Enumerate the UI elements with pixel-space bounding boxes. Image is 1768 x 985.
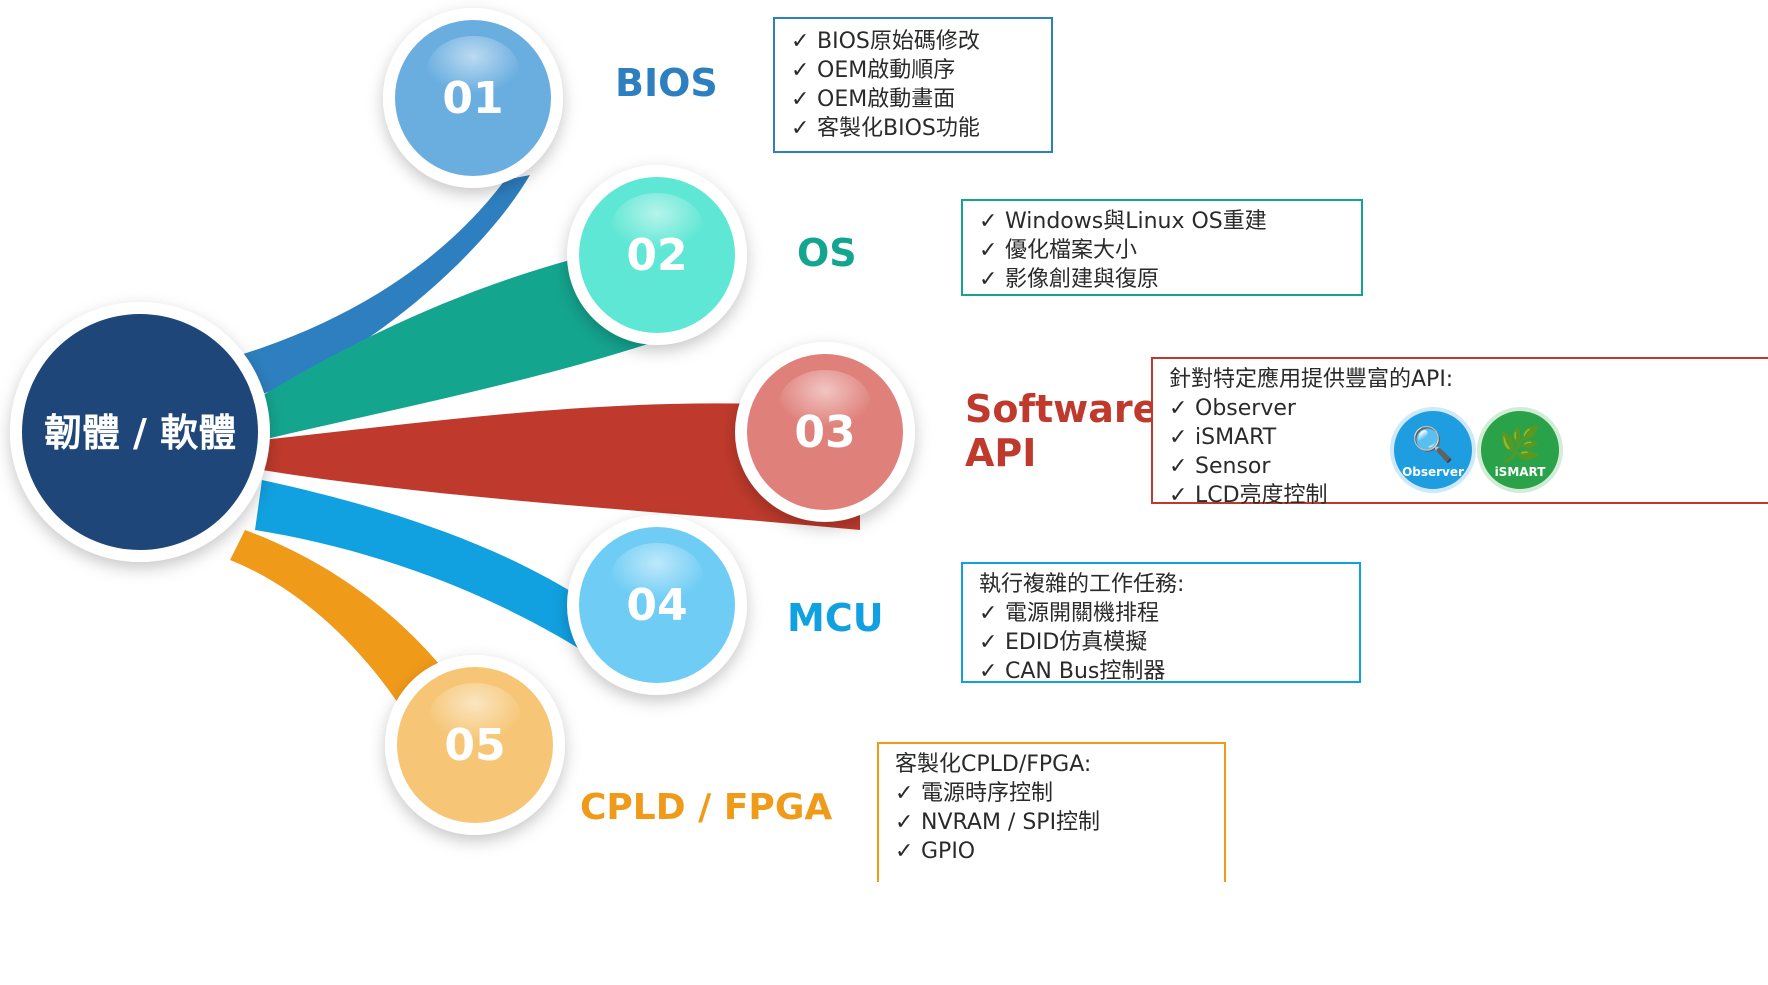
- ismart-badge: 🌿 iSMART: [1477, 407, 1563, 493]
- bullet-item: ✓ Sensor: [1169, 452, 1763, 481]
- number-05: 05: [444, 720, 505, 771]
- bullet-item: ✓ 優化檔案大小: [979, 236, 1345, 265]
- ribbon-03: [262, 403, 860, 530]
- bullet-list: ✓ Observer ✓ iSMART ✓ Sensor ✓ LCD亮度控制: [1169, 394, 1763, 510]
- ribbon-01: [240, 175, 530, 395]
- bullet-text: Windows與Linux OS重建: [1005, 209, 1267, 234]
- category-label-bios: BIOS: [615, 61, 718, 106]
- bullet-text: BIOS原始碼修改: [817, 29, 980, 54]
- node-05: 05: [385, 655, 565, 835]
- bullet-item: ✓ GPIO: [895, 837, 1208, 866]
- leaf-plug-icon: 🌿: [1498, 425, 1542, 465]
- bullet-text: CAN Bus控制器: [1005, 659, 1166, 684]
- checkmark-icon: ✓: [979, 601, 998, 626]
- category-label-software-api: Software API: [965, 387, 1159, 475]
- info-box-bios: ✓ BIOS原始碼修改 ✓ OEM啟動順序 ✓ OEM啟動畫面 ✓ 客製化BIOS功能: [773, 17, 1053, 153]
- category-label-os: OS: [797, 231, 857, 276]
- checkmark-icon: ✓: [895, 839, 914, 864]
- category-label-line: BIOS: [615, 61, 718, 105]
- badge-label: Observer: [1402, 465, 1464, 479]
- checkmark-icon: ✓: [979, 238, 998, 263]
- box-intro: 針對特定應用提供豐富的API:: [1169, 367, 1454, 392]
- bullet-text: Observer: [1195, 396, 1296, 421]
- checkmark-icon: ✓: [979, 659, 998, 684]
- bullet-item: ✓ OEM啟動順序: [791, 56, 1035, 85]
- badge-label: iSMART: [1494, 465, 1546, 479]
- bullet-text: Sensor: [1195, 454, 1271, 479]
- category-label-line: API: [965, 430, 1037, 475]
- bullet-text: 電源時序控制: [921, 781, 1054, 806]
- center-node: 韌體 / 軟體: [10, 302, 270, 562]
- bullet-item: ✓ OEM啟動畫面: [791, 85, 1035, 114]
- bullet-item: ✓ iSMART: [1169, 423, 1763, 452]
- box-intro: 執行複雜的工作任務:: [979, 572, 1185, 597]
- ribbon-02: [255, 240, 660, 440]
- checkmark-icon: ✓: [1169, 396, 1188, 421]
- info-box-os: ✓ Windows與Linux OS重建 ✓ 優化檔案大小 ✓ 影像創建與復原: [961, 199, 1363, 296]
- checkmark-icon: ✓: [1169, 454, 1188, 479]
- number-01: 01: [442, 73, 503, 124]
- category-label-line: MCU: [787, 596, 884, 640]
- ribbon-04: [255, 480, 660, 690]
- info-box-cpld-fpga: 客製化CPLD/FPGA: ✓ 電源時序控制 ✓ NVRAM / SPI控制 ✓ GP…: [877, 742, 1226, 882]
- category-label-line: CPLD / FPGA: [580, 787, 833, 828]
- bullet-text: 影像創建與復原: [1005, 267, 1160, 292]
- bullet-text: EDID仿真模擬: [1005, 630, 1148, 655]
- bullet-text: 客製化BIOS功能: [817, 116, 980, 141]
- bullet-text: 電源開關機排程: [1005, 601, 1160, 626]
- node-04: 04: [567, 515, 747, 695]
- checkmark-icon: ✓: [979, 209, 998, 234]
- bullet-list: ✓ 電源時序控制 ✓ NVRAM / SPI控制 ✓ GPIO: [895, 779, 1208, 866]
- observer-badge: 🔍 Observer: [1390, 407, 1476, 493]
- bullet-item: ✓ 電源開關機排程: [979, 599, 1343, 628]
- bullet-item: ✓ 電源時序控制: [895, 779, 1208, 808]
- center-circle: [22, 314, 258, 550]
- bullet-item: ✓ 客製化BIOS功能: [791, 114, 1035, 143]
- checkmark-icon: ✓: [895, 810, 914, 835]
- bullet-text: LCD亮度控制: [1195, 483, 1328, 508]
- bullet-text: 優化檔案大小: [1005, 238, 1138, 263]
- checkmark-icon: ✓: [979, 630, 998, 655]
- box-intro: 客製化CPLD/FPGA:: [895, 752, 1092, 777]
- bullet-item: ✓ CAN Bus控制器: [979, 657, 1343, 686]
- number-02: 02: [626, 230, 687, 281]
- bullet-item: ✓ NVRAM / SPI控制: [895, 808, 1208, 837]
- node-02: 02: [567, 165, 747, 345]
- checkmark-icon: ✓: [1169, 483, 1188, 508]
- category-label-line: OS: [797, 231, 857, 275]
- node-01: 01: [383, 8, 563, 188]
- category-label-line: Software: [965, 387, 1159, 431]
- bullet-item: ✓ BIOS原始碼修改: [791, 27, 1035, 56]
- category-label-mcu: MCU: [787, 596, 884, 641]
- checkmark-icon: ✓: [895, 781, 914, 806]
- number-03: 03: [794, 407, 855, 458]
- bullet-text: iSMART: [1195, 425, 1277, 450]
- checkmark-icon: ✓: [1169, 425, 1188, 450]
- bullet-text: OEM啟動畫面: [817, 87, 956, 112]
- bullet-item: ✓ Windows與Linux OS重建: [979, 207, 1345, 236]
- bullet-item: ✓ EDID仿真模擬: [979, 628, 1343, 657]
- bullet-list: ✓ 電源開關機排程 ✓ EDID仿真模擬 ✓ CAN Bus控制器: [979, 599, 1343, 686]
- bullet-text: OEM啟動順序: [817, 58, 956, 83]
- node-03: 03: [735, 342, 915, 522]
- bullet-item: ✓ LCD亮度控制: [1169, 481, 1763, 510]
- bullet-text: NVRAM / SPI控制: [921, 810, 1101, 835]
- bullet-text: GPIO: [921, 839, 976, 864]
- checkmark-icon: ✓: [791, 29, 810, 54]
- category-label-cpld-fpga: CPLD / FPGA: [580, 787, 832, 828]
- checkmark-icon: ✓: [791, 58, 810, 83]
- bullet-item: ✓ 影像創建與復原: [979, 265, 1345, 294]
- checkmark-icon: ✓: [979, 267, 998, 292]
- checkmark-icon: ✓: [791, 87, 810, 112]
- bullet-item: ✓ Observer: [1169, 394, 1763, 423]
- bullet-list: ✓ BIOS原始碼修改 ✓ OEM啟動順序 ✓ OEM啟動畫面 ✓ 客製化BIOS功能: [791, 27, 1035, 143]
- number-04: 04: [626, 580, 687, 631]
- magnifier-icon: 🔍: [1411, 425, 1455, 465]
- checkmark-icon: ✓: [791, 116, 810, 141]
- info-box-mcu: 執行複雜的工作任務: ✓ 電源開關機排程 ✓ EDID仿真模擬 ✓ CAN Bus控制…: [961, 562, 1361, 686]
- center-label: 韌體 / 軟體: [44, 411, 236, 455]
- bullet-list: ✓ Windows與Linux OS重建 ✓ 優化檔案大小 ✓ 影像創建與復原: [979, 207, 1345, 294]
